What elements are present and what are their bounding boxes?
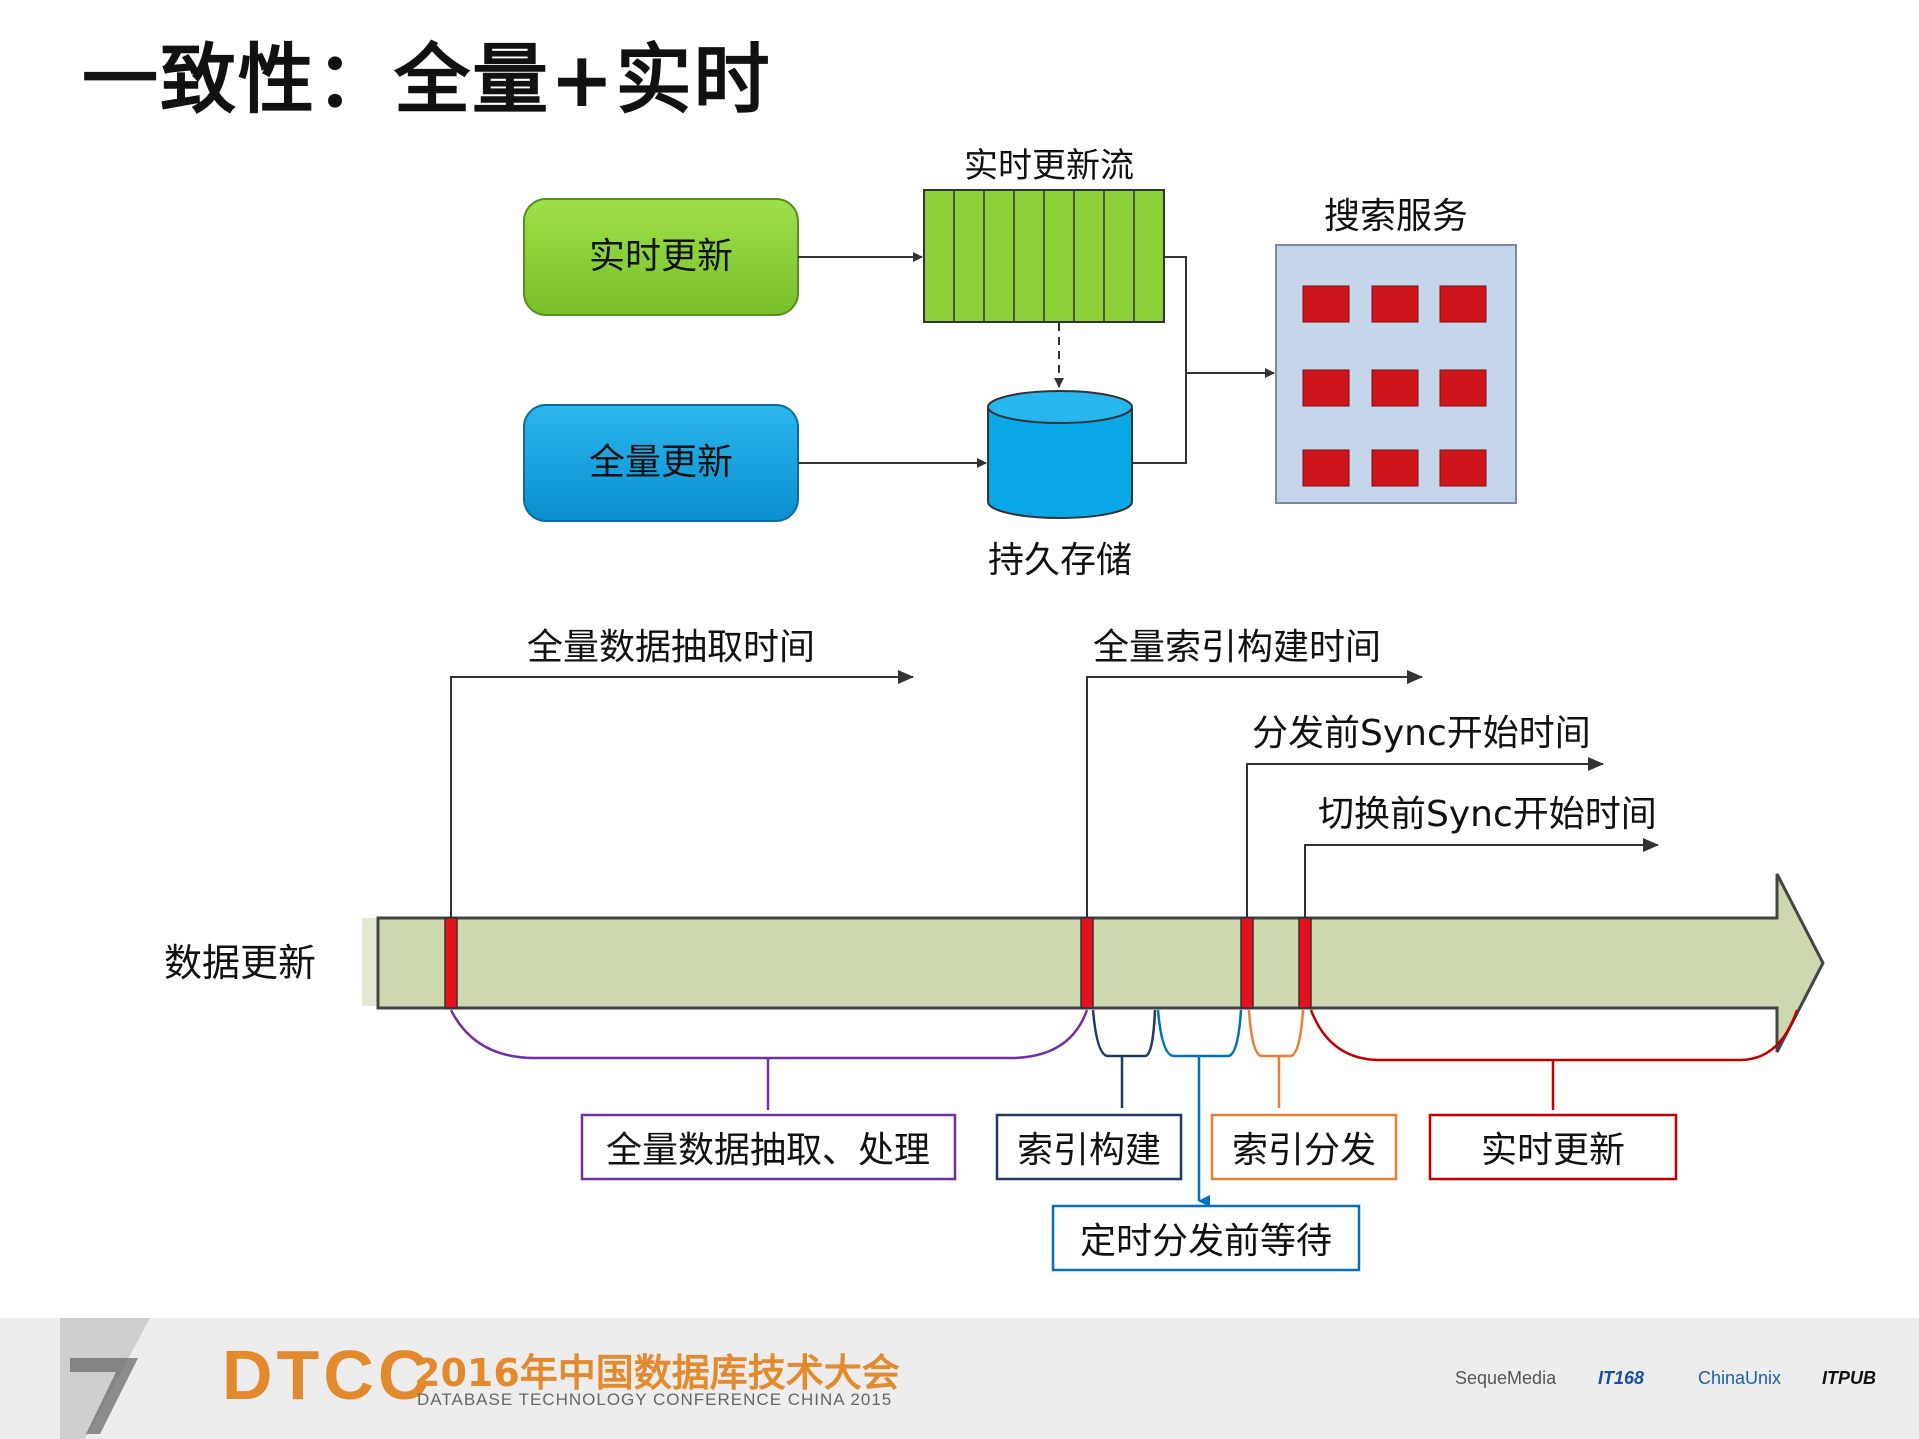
phase-full-extract: 全量数据抽取、处理 — [580, 1113, 957, 1181]
phase-realtime-update-label: 实时更新 — [1481, 1130, 1625, 1171]
stream-label: 实时更新流 — [964, 146, 1134, 186]
event-label-full-extract: 全量数据抽取时间 — [527, 627, 815, 668]
realtime-update-box-label: 实时更新 — [589, 236, 733, 277]
phase-wait-label: 定时分发前等待 — [1080, 1221, 1332, 1262]
phase-full-extract-label: 全量数据抽取、处理 — [606, 1130, 930, 1171]
sponsor-chinaunix: ChinaUnix — [1698, 1368, 1782, 1388]
timeline-track-label: 数据更新 — [164, 941, 316, 985]
sponsor-it168: IT168 — [1598, 1368, 1645, 1388]
phase-index-build: 索引构建 — [995, 1113, 1183, 1181]
slide-title: 一致性：全量+实时 — [82, 35, 772, 124]
marker-switch-sync — [1298, 917, 1312, 1009]
search-label: 搜索服务 — [1324, 196, 1468, 237]
full-update-box: 全量更新 — [523, 404, 799, 522]
phase-index-build-label: 索引构建 — [1017, 1130, 1161, 1171]
marker-distribute-sync — [1240, 917, 1254, 1009]
conference-title-cn: 2016年中国数据库技术大会 — [414, 1351, 900, 1395]
marker-full-extract — [444, 917, 458, 1009]
event-label-distribute-sync: 分发前Sync开始时间 — [1252, 713, 1591, 754]
conference-title-en: DATABASE TECHNOLOGY CONFERENCE CHINA 201… — [417, 1390, 893, 1409]
dtcc-logo: DTCC — [222, 1336, 433, 1414]
timeline-track-arrow — [362, 873, 1825, 1053]
phase-index-distribute: 索引分发 — [1210, 1113, 1398, 1181]
storage-label: 持久存储 — [988, 540, 1132, 581]
dtcc-seven-logo — [60, 1318, 150, 1439]
phase-realtime-update: 实时更新 — [1428, 1113, 1678, 1181]
realtime-stream-queue — [923, 189, 1165, 323]
storage-cylinder — [987, 390, 1133, 519]
realtime-update-box: 实时更新 — [523, 198, 799, 316]
phase-wait-before-distribute: 定时分发前等待 — [1051, 1204, 1361, 1272]
full-update-box-label: 全量更新 — [589, 442, 733, 483]
phase-index-distribute-label: 索引分发 — [1232, 1130, 1376, 1171]
phase-braces — [449, 1009, 1799, 1207]
event-time-arrows — [450, 670, 1659, 918]
sponsor-sequemedia: SequeMedia — [1455, 1368, 1557, 1388]
event-label-switch-sync: 切换前Sync开始时间 — [1318, 794, 1657, 835]
marker-index-build — [1080, 917, 1094, 1009]
sponsor-itpub: ITPUB — [1822, 1368, 1876, 1388]
architecture-connectors — [798, 252, 1275, 468]
footer-band — [0, 1318, 1919, 1439]
event-label-index-build: 全量索引构建时间 — [1093, 627, 1381, 668]
search-service-server — [1275, 244, 1517, 504]
